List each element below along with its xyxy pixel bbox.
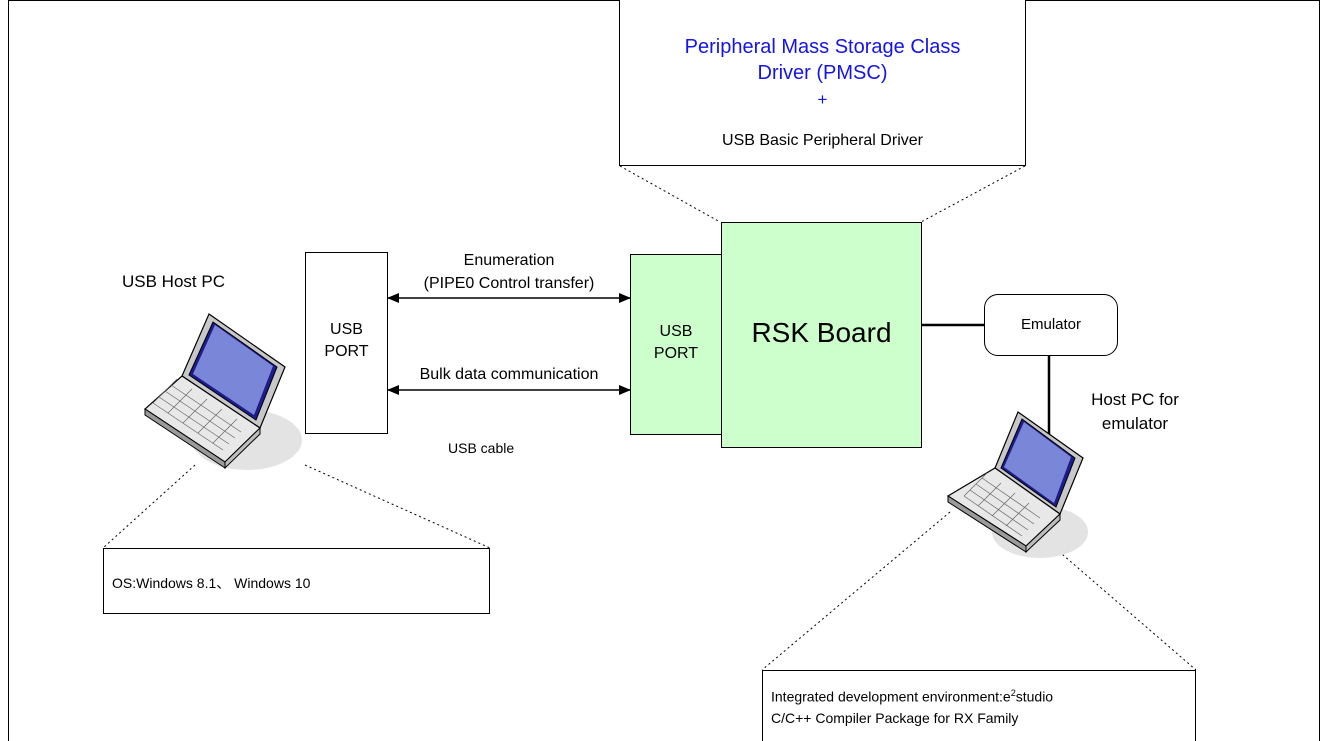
emulator-box: Emulator	[984, 294, 1118, 356]
host-usb-port-line2: PORT	[324, 343, 369, 360]
ide-callout-right	[1054, 547, 1197, 671]
rsk-board: RSK Board	[721, 222, 922, 448]
board-usb-port-line1: USB	[659, 323, 693, 340]
board-usb-port-line2: PORT	[653, 345, 699, 362]
ide-line1-sup: 2	[1010, 688, 1016, 698]
pipe0-control-label: (PIPE0 Control transfer)	[423, 275, 595, 292]
emulator-laptop-icon	[946, 411, 1088, 558]
ide-callout-left	[761, 511, 951, 671]
os-info-box: OS:Windows 8.1、 Windows 10	[103, 548, 490, 614]
ide-info-line1: Integrated development environment:e2stu…	[771, 688, 1053, 705]
emulator-label: Emulator	[1020, 316, 1082, 333]
os-callout-left	[102, 464, 196, 549]
usb-cable-label: USB cable	[448, 440, 515, 456]
ide-info-box: Integrated development environment:e2stu…	[762, 670, 1196, 741]
host-usb-port: USB PORT	[305, 252, 388, 434]
pmsc-callout-left	[619, 165, 721, 223]
os-info-text: OS:Windows 8.1、 Windows 10	[112, 575, 311, 591]
pmsc-title-line2: Driver (PMSC)	[757, 62, 888, 84]
ide-info-line2: C/C++ Compiler Package for RX Family	[771, 710, 1019, 726]
ide-line1-prefix: Integrated development environment:e	[771, 688, 1011, 705]
ide-line1-suffix: studio	[1015, 688, 1054, 705]
bulk-data-label: Bulk data communication	[419, 366, 599, 383]
os-callout-right	[304, 464, 491, 549]
emulator-host-label-line2: emulator	[1101, 414, 1169, 433]
host-usb-port-line1: USB	[330, 321, 363, 338]
host-laptop-icon	[144, 313, 302, 470]
pmsc-plus: +	[817, 90, 828, 109]
pmsc-title-line1: Peripheral Mass Storage Class	[684, 36, 961, 58]
enumeration-label: Enumeration	[463, 252, 555, 269]
usb-host-pc-label: USB Host PC	[122, 272, 225, 291]
emulator-host-label-line1: Host PC for	[1091, 390, 1179, 409]
basic-driver-label: USB Basic Peripheral Driver	[722, 132, 923, 149]
rsk-board-label: RSK Board	[751, 317, 892, 348]
board-usb-port: USB PORT	[630, 254, 722, 435]
pmsc-driver-box: Peripheral Mass Storage Class Driver (PM…	[619, 0, 1026, 166]
pmsc-callout-right	[920, 165, 1026, 223]
